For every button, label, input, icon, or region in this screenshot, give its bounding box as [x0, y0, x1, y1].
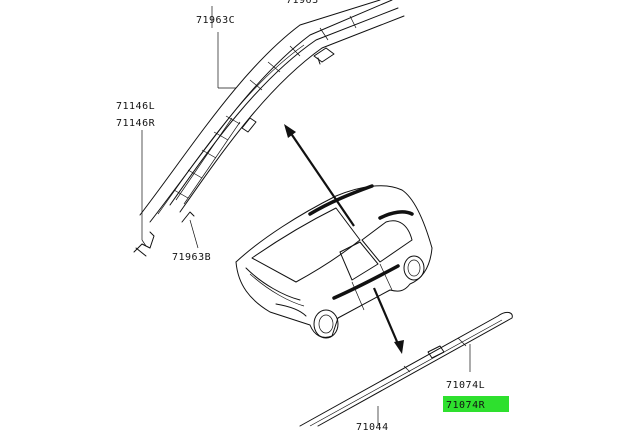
roof-moulding [139, 0, 405, 223]
label-side-left: 71074L [446, 380, 485, 391]
moulding-clip-middle [241, 117, 257, 133]
moulding-clip-lower-left [133, 231, 155, 257]
label-moulding-left-2: 71146R [116, 118, 156, 129]
highlight-box [443, 396, 509, 412]
label-side-right: 71074R [446, 400, 486, 411]
label-clip-lower: 71963B [172, 252, 211, 263]
car-illustration [235, 184, 433, 339]
moulding-clip-lower [181, 211, 195, 223]
arrow-to-roof-moulding [284, 124, 355, 227]
label-moulding-upper: 71963C [196, 15, 235, 26]
label-bottom-cut: 71044 [356, 422, 389, 431]
side-moulding-strip [299, 311, 513, 427]
label-top-cut: 71963 [286, 0, 319, 6]
leader-lines [141, 6, 471, 426]
arrow-to-side-moulding [372, 287, 404, 354]
label-moulding-left-1: 71146L [116, 101, 155, 112]
moulding-clip-upper [313, 47, 335, 65]
